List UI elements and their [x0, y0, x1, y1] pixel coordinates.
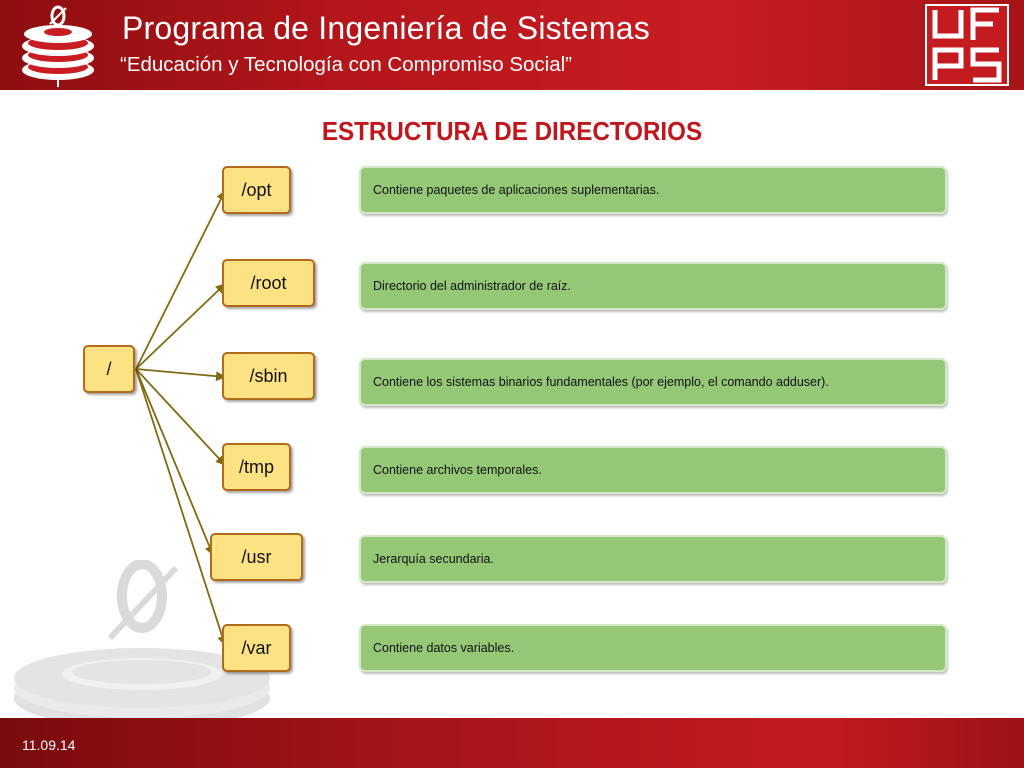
directory-node-root: /root [222, 259, 315, 307]
ufps-letters-icon [932, 7, 1002, 83]
slide-date: 11.09.14 [22, 737, 76, 753]
program-slogan: “Educación y Tecnología con Compromiso S… [120, 53, 572, 76]
ufps-seal-logo [22, 5, 94, 87]
connector-var [135, 368, 227, 646]
program-title: Programa de Ingeniería de Sistemas [122, 10, 650, 46]
description-opt: Contiene paquetes de aplicaciones suplem… [359, 166, 947, 214]
connector-sbin [135, 368, 226, 382]
connector-tmp [135, 368, 226, 466]
directory-node-opt: /opt [222, 166, 291, 214]
connector-usr [135, 368, 215, 556]
directory-node-tmp: /tmp [222, 443, 291, 491]
description-tmp: Contiene archivos temporales. [359, 446, 947, 494]
description-root: Directorio del administrador de raíz. [359, 262, 947, 310]
ufps-logo [925, 4, 1009, 86]
directory-node-usr: /usr [210, 533, 303, 581]
footer-banner: 11.09.14 [0, 718, 1024, 768]
seal-watermark-icon [14, 560, 270, 728]
description-var: Contiene datos variables. [359, 624, 947, 672]
root-node: / [83, 345, 135, 393]
directory-node-sbin: /sbin [222, 352, 315, 400]
header-banner: Programa de Ingeniería de Sistemas “Educ… [0, 0, 1024, 90]
connector-opt [135, 190, 226, 370]
slide-title: ESTRUCTURA DE DIRECTORIOS [321, 116, 703, 146]
directory-node-var: /var [222, 624, 291, 672]
connector-root [135, 283, 226, 370]
description-usr: Jerarquía secundaria. [359, 535, 947, 583]
description-sbin: Contiene los sistemas binarios fundament… [359, 358, 947, 406]
